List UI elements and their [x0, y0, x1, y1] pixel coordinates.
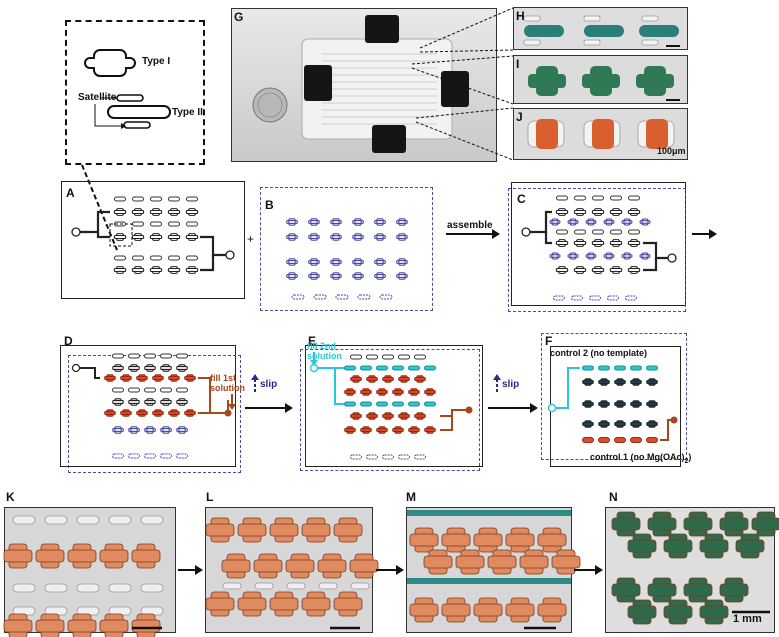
- label-h: H: [516, 9, 525, 23]
- device-photo: [231, 8, 497, 162]
- label-e: E: [308, 334, 317, 348]
- scalebar-n-label: 1 mm: [733, 613, 762, 625]
- scalebar-j-label: 100μm: [657, 146, 686, 156]
- panel-a: [61, 181, 245, 299]
- label-k: K: [6, 490, 15, 504]
- k-to-l-arrow-head: [195, 565, 203, 575]
- plus-sign: +: [247, 232, 255, 246]
- panel-e-overlay: [300, 349, 480, 471]
- assemble-arrow-head: [492, 229, 500, 239]
- label-j: J: [516, 110, 523, 124]
- inset-j: [513, 108, 688, 160]
- legend-satellite: Satellite: [78, 92, 117, 103]
- photo-k: [4, 507, 176, 633]
- label-d: D: [64, 334, 73, 348]
- photo-l: [205, 507, 373, 633]
- panel-c-overlay: [508, 188, 686, 312]
- legend-type2: Type II: [172, 107, 203, 118]
- slip-label-1: slip: [260, 379, 278, 390]
- output-arrow-head: [709, 229, 717, 239]
- device-photo-drawing: [252, 15, 469, 153]
- panel-b: [260, 187, 433, 311]
- fill1-label-1: fill 1st: [210, 373, 237, 383]
- inset-i: [513, 55, 688, 104]
- panel-f-overlay: [541, 333, 687, 460]
- assemble-label: assemble: [447, 220, 493, 231]
- fill1-label-2: solution: [210, 383, 245, 393]
- fill2-label-2: solution: [307, 351, 342, 361]
- label-n: N: [609, 490, 618, 504]
- inset-j-drawing: [527, 119, 675, 149]
- panel-e: [305, 345, 483, 467]
- control1-sub: 2: [684, 457, 689, 465]
- inset-h-drawing: [523, 15, 680, 47]
- label-f: F: [545, 334, 553, 348]
- control1-close: ): [688, 452, 692, 462]
- label-i: I: [516, 57, 520, 71]
- e-to-f-arrow-head: [530, 403, 538, 413]
- label-m: M: [406, 490, 416, 504]
- slip-arrow-1-head: [251, 374, 259, 380]
- label-g: G: [234, 10, 244, 24]
- label-c: C: [517, 192, 526, 206]
- control1-label: control 1 (no Mg(OAc)2): [590, 452, 691, 467]
- legend-box: [65, 20, 205, 165]
- legend-type1: Type I: [142, 56, 171, 67]
- label-a: A: [66, 186, 75, 200]
- slip-arrow-2-head: [493, 374, 501, 380]
- m-to-n-arrow-head: [595, 565, 603, 575]
- inset-i-drawing: [528, 66, 680, 101]
- slip-label-2: slip: [502, 379, 520, 390]
- control2-label: control 2 (no template): [550, 348, 648, 358]
- control1-text: control 1 (no Mg(OAc): [590, 452, 685, 462]
- l-to-m-arrow-head: [396, 565, 404, 575]
- inset-h: [513, 7, 688, 50]
- d-to-e-arrow-head: [285, 403, 293, 413]
- fill2-label-1: fill 2nd: [307, 341, 336, 351]
- photo-m: [406, 507, 572, 633]
- label-l: L: [206, 490, 214, 504]
- label-b: B: [265, 198, 274, 212]
